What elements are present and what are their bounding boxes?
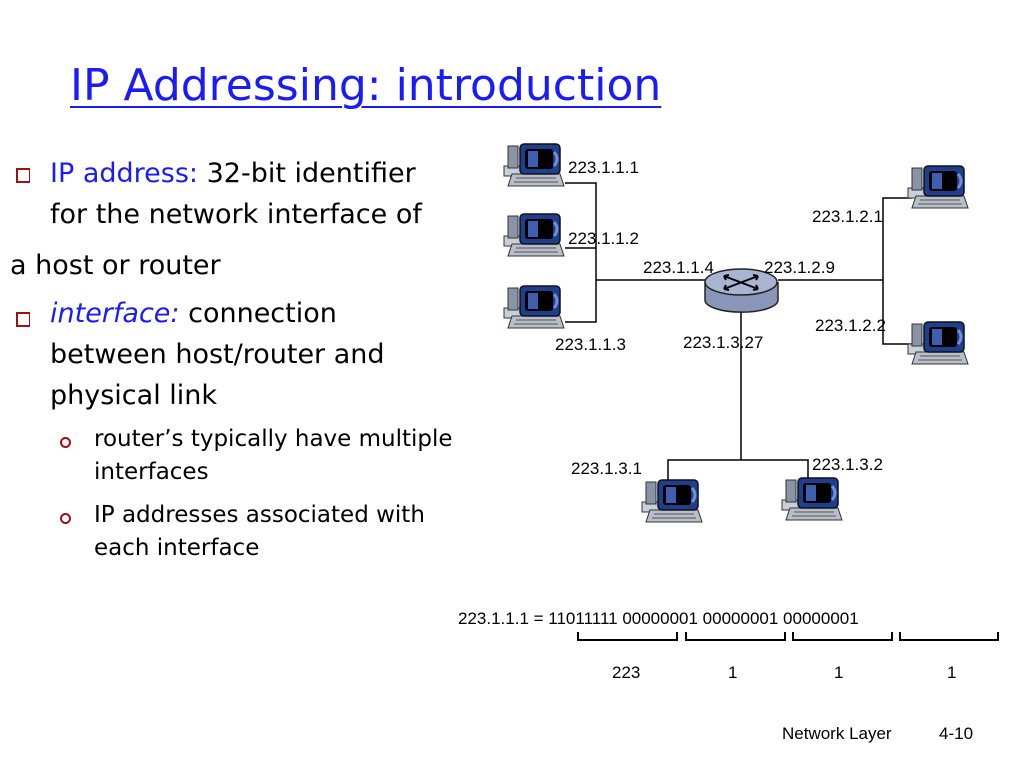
ip-label-223-1-3-1: 223.1.3.1: [571, 459, 642, 478]
router-icon: [704, 268, 779, 313]
bullet-interface: interface: connection: [50, 298, 337, 329]
bullet-marker-square: [16, 168, 33, 183]
desktop-computer-icon: [780, 476, 844, 522]
ip-label-223-1-2-1: 223.1.2.1: [812, 207, 883, 226]
desktop-computer-icon: [906, 320, 970, 366]
bullet-text: physical link: [50, 380, 218, 411]
bullet-text: between host/router and: [50, 339, 385, 370]
footer-section: Network Layer: [782, 724, 892, 743]
sub-bullet-text: each interface: [94, 535, 260, 561]
ip-label-223-1-1-4: 223.1.1.4: [643, 258, 714, 277]
footer-page-number: 4-10: [939, 724, 974, 743]
bullet-text: a host or router: [10, 250, 221, 281]
sub-bullet-text: router’s typically have multiple: [94, 426, 453, 452]
desktop-computer-icon: [502, 212, 566, 258]
desktop-computer-icon: [640, 478, 704, 524]
binary-equation: 223.1.1.1 = 11011111 00000001 00000001 0…: [458, 609, 859, 628]
bullet-text: connection: [188, 298, 337, 329]
bullet-text: for the network interface of: [50, 199, 422, 230]
subnet-2-links: [778, 197, 912, 345]
octet-value-1: 223: [612, 663, 640, 682]
bullet-text: 32-bit identifier: [206, 158, 416, 189]
ip-label-223-1-1-2: 223.1.1.2: [568, 229, 639, 248]
desktop-computer-icon: [906, 164, 970, 210]
ip-label-223-1-1-3: 223.1.1.3: [555, 335, 626, 354]
desktop-computer-icon: [502, 284, 566, 330]
ip-label-223-1-1-1: 223.1.1.1: [568, 158, 639, 177]
subnet-1-links: [565, 182, 705, 323]
octet-braces: [577, 632, 999, 641]
octet-value-3: 1: [834, 663, 843, 682]
slide-title: IP Addressing: introduction: [70, 60, 662, 111]
ip-label-223-1-3-27: 223.1.3.27: [683, 333, 763, 352]
ip-label-223-1-2-2: 223.1.2.2: [815, 316, 886, 335]
sub-bullet-text: IP addresses associated with: [94, 502, 425, 528]
sub-bullet-text: interfaces: [94, 459, 209, 485]
ip-label-223-1-2-9: 223.1.2.9: [764, 258, 835, 277]
term-ip-address: IP address:: [50, 158, 198, 189]
octet-value-2: 1: [728, 663, 737, 682]
term-interface: interface:: [50, 298, 180, 329]
sub-bullet-marker-circle: [60, 513, 71, 524]
bullet-marker-square: [16, 312, 33, 327]
ip-label-223-1-3-2: 223.1.3.2: [812, 455, 883, 474]
bullet-ip-address: IP address: 32-bit identifier: [50, 158, 416, 189]
sub-bullet-marker-circle: [60, 437, 71, 448]
desktop-computer-icon: [502, 142, 566, 188]
subnet-3-links: [667, 300, 809, 490]
octet-value-4: 1: [947, 663, 956, 682]
